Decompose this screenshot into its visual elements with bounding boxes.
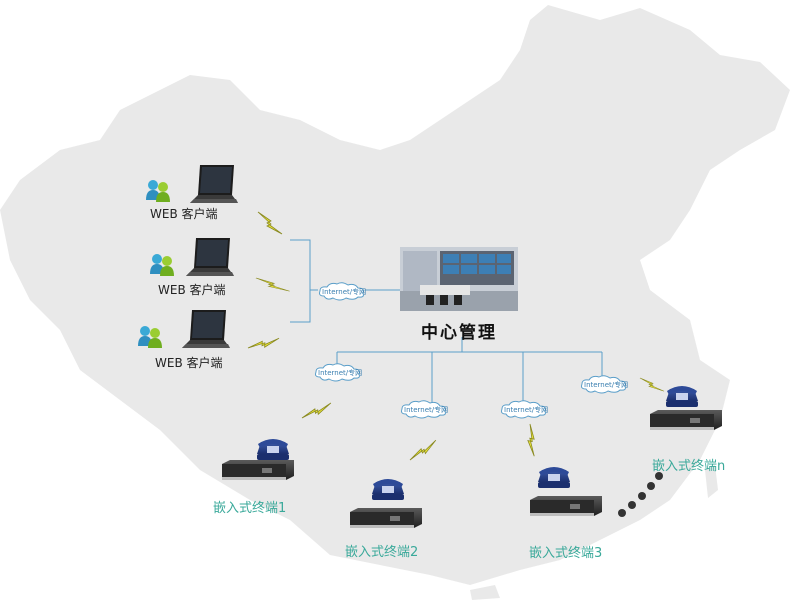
china-map-silhouette <box>0 5 790 585</box>
cloud-terminal-2: Internet/专网 <box>401 400 448 419</box>
terminal-label: 嵌入式终端3 <box>529 546 603 561</box>
cloud-label: Internet/专网 <box>318 368 362 377</box>
control-room-image <box>400 247 518 311</box>
cloud-terminal-3: Internet/专网 <box>501 400 548 419</box>
cloud-terminal-1: Internet/专网 <box>315 363 362 382</box>
center-management-label: 中心管理 <box>421 323 497 343</box>
web-client-label: WEB 客户端 <box>158 283 226 297</box>
web-client-label: WEB 客户端 <box>155 356 223 370</box>
terminal-label: 嵌入式终端2 <box>345 545 419 560</box>
hainan-island <box>470 585 500 600</box>
cloud-label: Internet/专网 <box>322 287 366 296</box>
cloud-central: Internet/专网 <box>319 282 366 301</box>
taiwan-island <box>705 465 718 498</box>
terminal-label: 嵌入式终端n <box>652 459 726 474</box>
cloud-label: Internet/专网 <box>504 405 548 414</box>
ellipsis-dots <box>618 472 663 517</box>
web-client-label: WEB 客户端 <box>150 207 218 221</box>
connection-lines <box>290 239 603 402</box>
cloud-label: Internet/专网 <box>584 380 628 389</box>
terminal-label: 嵌入式终端1 <box>213 501 287 516</box>
cloud-terminal-n: Internet/专网 <box>581 375 628 394</box>
cloud-label: Internet/专网 <box>404 405 448 414</box>
